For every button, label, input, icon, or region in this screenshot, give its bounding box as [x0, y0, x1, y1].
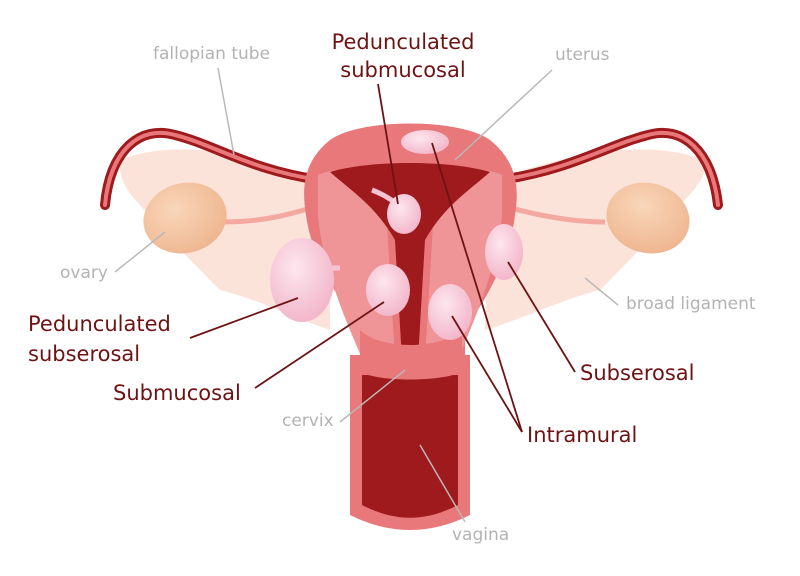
leader-intramural-a — [431, 142, 523, 433]
leader-pedunculated-subserosal — [189, 297, 299, 339]
fibroid-pedunculated-subserosal — [270, 238, 334, 322]
label-pedunculated-subserosal: Pedunculated subserosal — [28, 309, 171, 369]
fibroid-pedunculated-submucosal-top — [401, 130, 449, 154]
fallopian-tube-right-inner — [498, 130, 720, 207]
fibroid-pedunculated-submucosal — [387, 194, 421, 234]
label-pedunculated-subserosal-line1: Pedunculated — [28, 312, 171, 336]
leader-intramural-b — [451, 315, 523, 433]
fibroid-leader-lines — [189, 83, 576, 433]
label-uterus: uterus — [555, 45, 610, 65]
leader-uterus — [454, 69, 553, 161]
anatomy-leader-lines — [114, 67, 619, 523]
fibroid-subserosal — [485, 224, 523, 280]
leader-broad-ligament — [584, 277, 619, 306]
leader-ovary — [114, 231, 166, 273]
cervix-region — [360, 330, 462, 380]
label-ovary: ovary — [60, 263, 108, 283]
leader-subserosal — [507, 261, 576, 373]
label-pedunculated-subserosal-line2: subserosal — [28, 342, 141, 366]
vaginal-canal — [362, 360, 458, 518]
label-intramural: Intramural — [527, 423, 638, 447]
label-broad-ligament: broad ligament — [626, 294, 756, 314]
label-pedunculated-submucosal-line1: Pedunculated — [331, 30, 475, 54]
label-cervix: cervix — [282, 411, 334, 431]
ovary-right — [606, 182, 690, 254]
leader-cervix — [339, 369, 406, 423]
leader-submucosal — [254, 301, 385, 389]
myometrium-left — [318, 170, 395, 365]
leader-pedunculated-submucosal — [377, 83, 399, 205]
fallopian-tube-left-inner — [103, 130, 322, 207]
ovary-left — [143, 182, 227, 254]
fibroid-submucosal — [366, 264, 410, 316]
label-submucosal: Submucosal — [113, 381, 241, 405]
label-subserosal: Subserosal — [580, 361, 695, 385]
label-vagina: vagina — [452, 525, 510, 545]
label-pedunculated-submucosal: Pedunculated submucosal — [318, 28, 488, 84]
uterine-cavity — [330, 163, 490, 360]
fibroid-intramural — [428, 284, 472, 340]
label-pedunculated-submucosal-line2: submucosal — [340, 58, 466, 82]
label-fallopian-tube: fallopian tube — [153, 44, 271, 64]
leader-fallopian-tube — [217, 67, 235, 156]
leader-vagina — [419, 444, 466, 523]
